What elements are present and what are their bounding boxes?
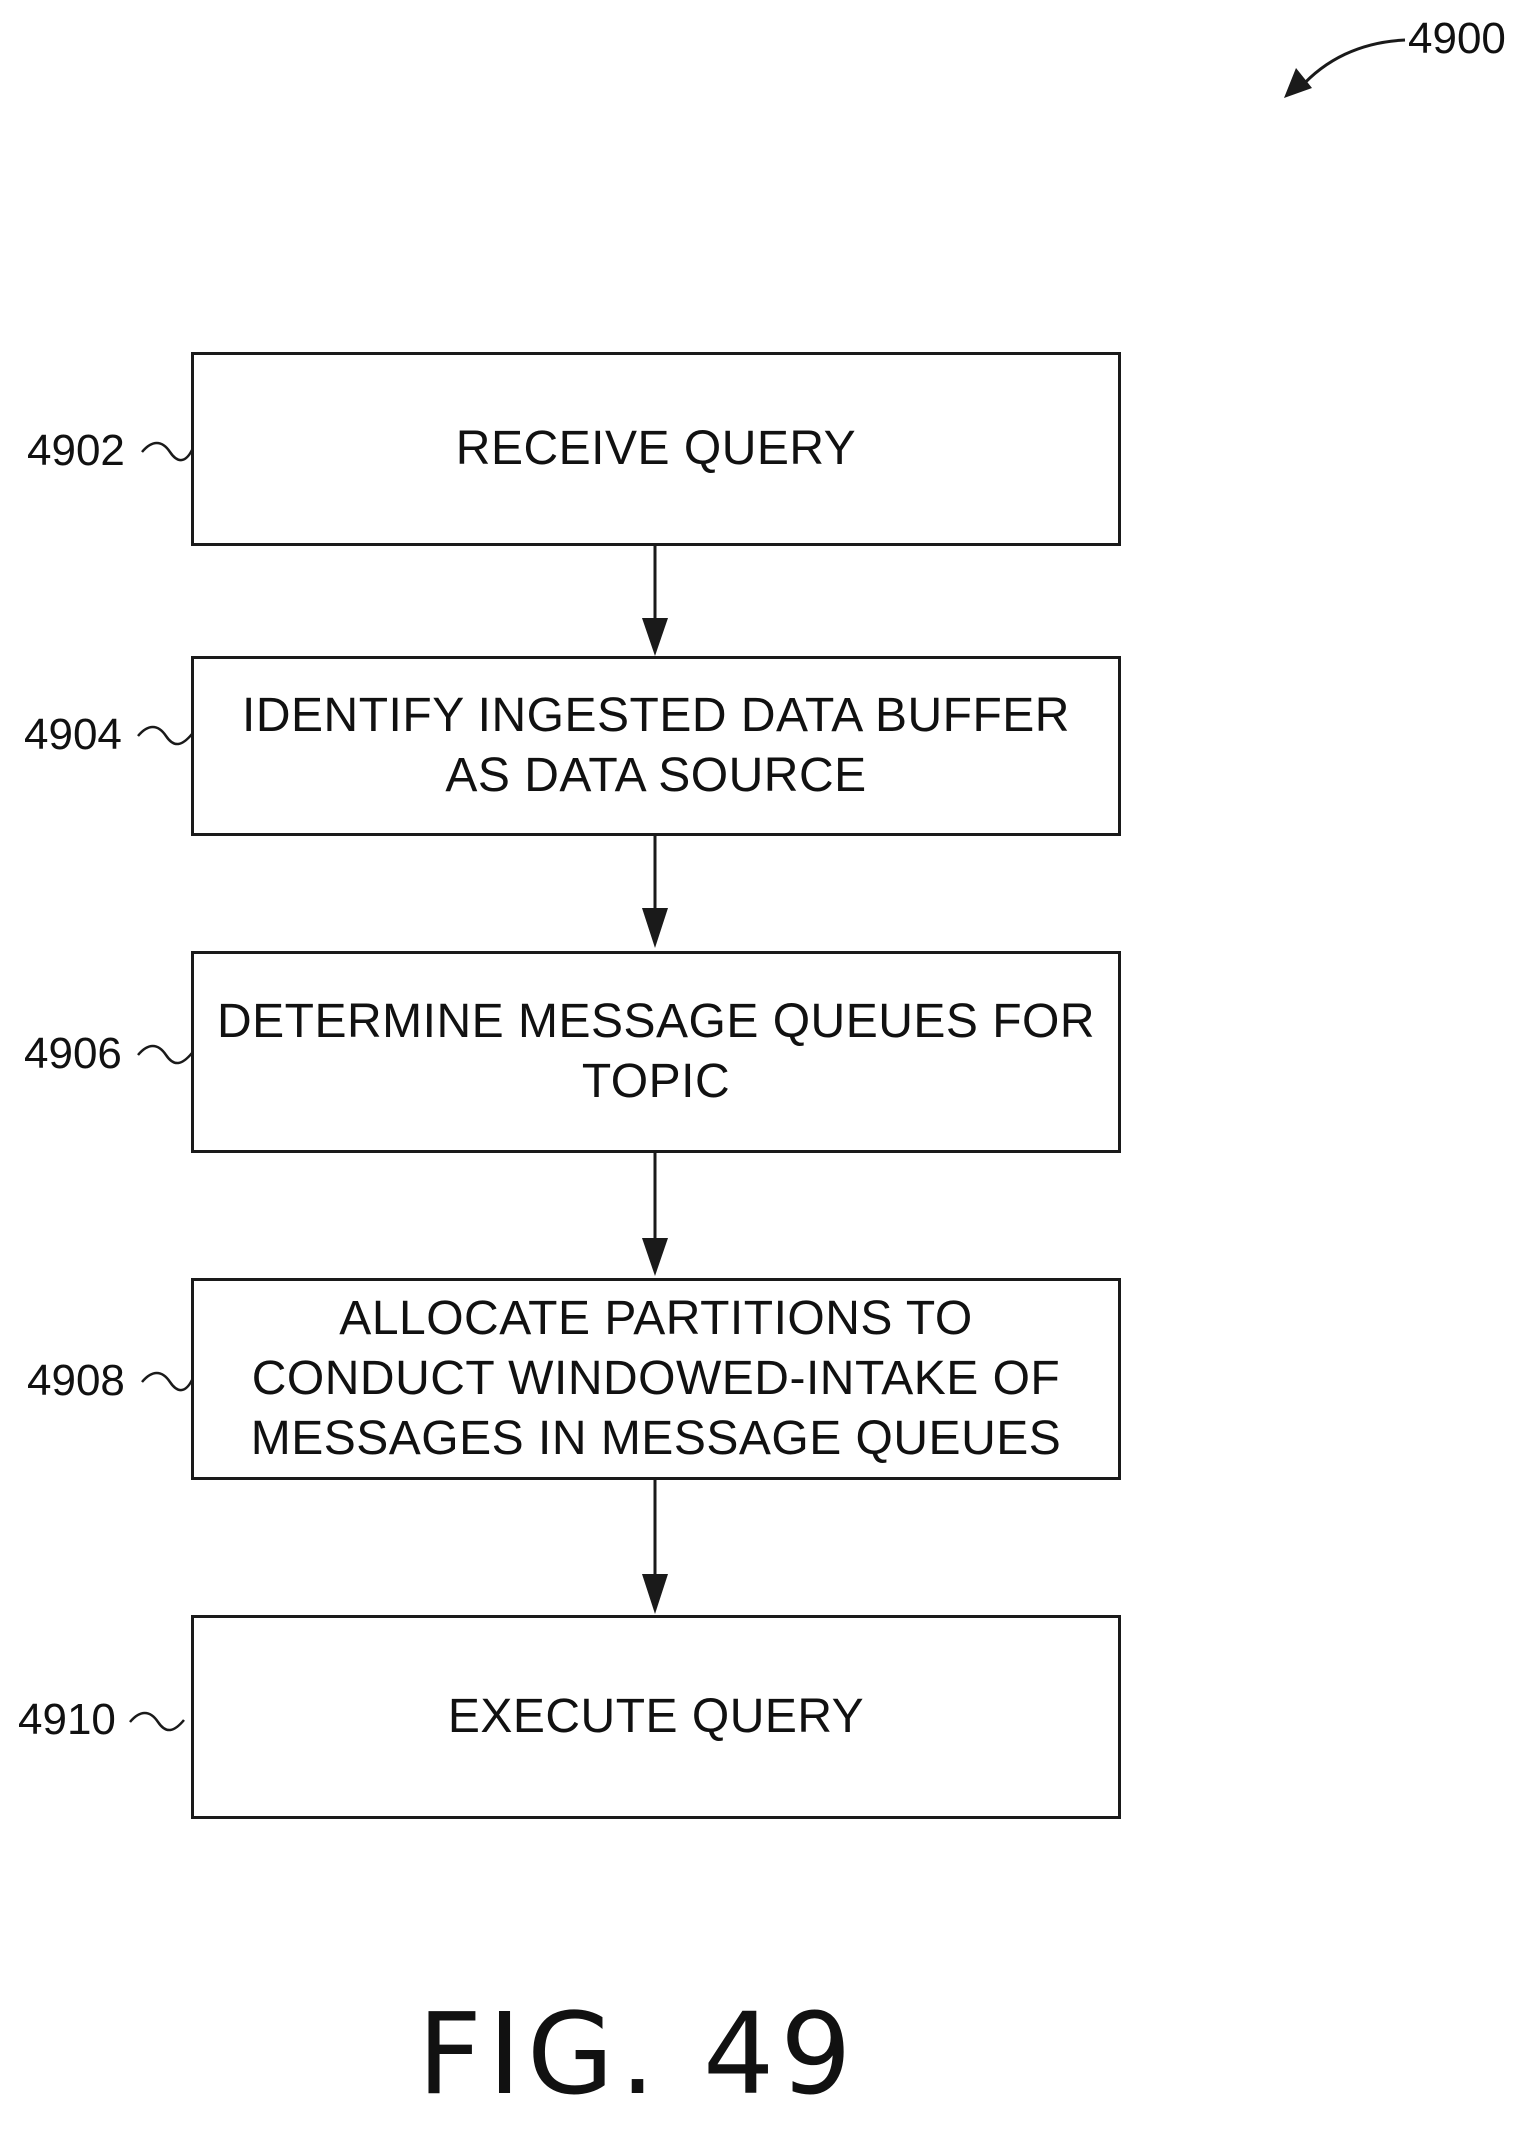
step-box-4902: RECEIVE QUERY	[191, 352, 1121, 546]
step-box-4908: ALLOCATE PARTITIONS TO CONDUCT WINDOWED-…	[191, 1278, 1121, 1480]
step-ref-4902: 4902	[27, 426, 125, 476]
figure-caption: FIG. 49	[0, 1990, 1275, 2120]
leader-4906	[138, 1046, 192, 1063]
leader-4908	[142, 1373, 192, 1390]
step-box-4910: EXECUTE QUERY	[191, 1615, 1121, 1819]
step-box-4906: DETERMINE MESSAGE QUEUES FOR TOPIC	[191, 951, 1121, 1153]
connector-4906-4908	[642, 1151, 668, 1276]
step-ref-4910: 4910	[18, 1695, 116, 1745]
step-text: ALLOCATE PARTITIONS TO CONDUCT WINDOWED-…	[251, 1289, 1062, 1469]
figure-pointer-arrowhead	[1284, 68, 1312, 98]
leader-4910	[130, 1713, 184, 1730]
connector-4904-4906	[642, 835, 668, 948]
leader-4902	[142, 443, 192, 460]
step-text: RECEIVE QUERY	[456, 419, 856, 479]
leader-4904	[138, 727, 192, 744]
step-text: DETERMINE MESSAGE QUEUES FOR TOPIC	[217, 992, 1095, 1112]
step-ref-4908: 4908	[27, 1356, 125, 1406]
connector-4902-4904	[642, 545, 668, 656]
step-ref-4906: 4906	[24, 1029, 122, 1079]
connector-4908-4910	[642, 1479, 668, 1614]
step-text: IDENTIFY INGESTED DATA BUFFER AS DATA SO…	[242, 686, 1070, 806]
step-text: EXECUTE QUERY	[448, 1687, 864, 1747]
figure-pointer-arrow	[1300, 40, 1405, 88]
step-box-4904: IDENTIFY INGESTED DATA BUFFER AS DATA SO…	[191, 656, 1121, 836]
step-ref-4904: 4904	[24, 710, 122, 760]
figure-number: 4900	[1408, 14, 1506, 64]
